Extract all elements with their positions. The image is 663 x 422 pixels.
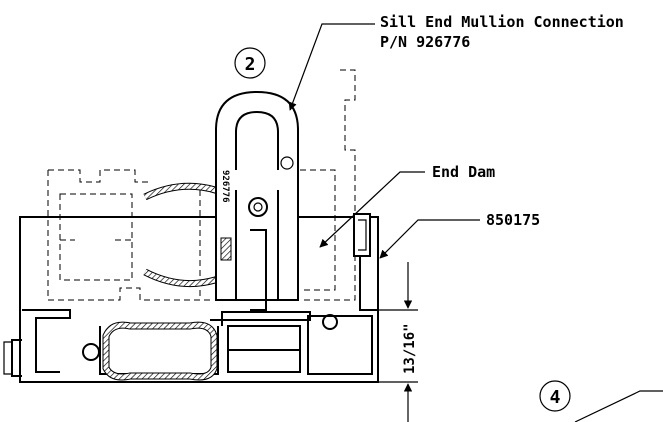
sill-gasket [102, 321, 218, 381]
mullion-gaskets [143, 182, 247, 288]
svg-text:2: 2 [245, 54, 256, 75]
leader-lines [288, 23, 663, 422]
end-dam-clip [353, 213, 371, 257]
callout-part-title: Sill End Mullion Connection [380, 13, 624, 31]
svg-text:4: 4 [550, 387, 561, 408]
dimension-13-16: 13/16" [378, 262, 418, 422]
mullion-stamp: 926776 [220, 170, 230, 203]
balloon-4: 4 [539, 380, 571, 412]
balloon-2: 2 [234, 47, 266, 79]
callout-sill-number: 850175 [486, 211, 540, 229]
callout-part-number: P/N 926776 [380, 33, 470, 51]
callout-end-dam: End Dam [432, 163, 495, 181]
dimension-label: 13/16" [402, 323, 418, 374]
sill-end-mullion-connection: 926776 [215, 90, 299, 311]
